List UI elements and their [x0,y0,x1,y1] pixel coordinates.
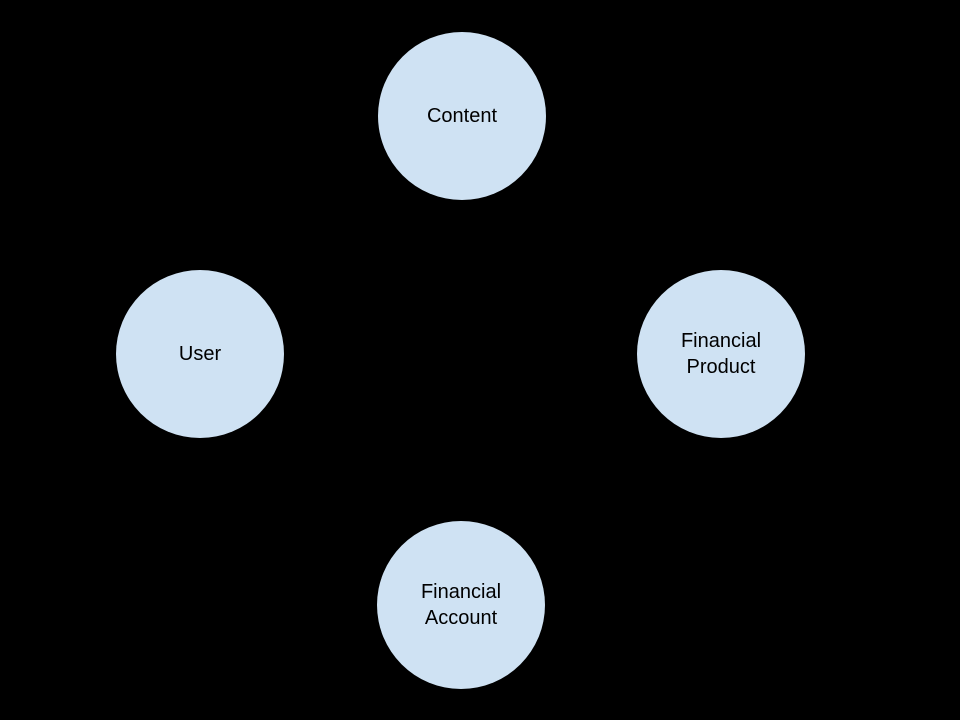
node-user: User [116,270,284,438]
node-content: Content [378,32,546,200]
node-financial-product: Financial Product [637,270,805,438]
node-user-label: User [178,343,222,365]
node-financial-product-label: Financial Product [680,330,762,378]
node-financial-account-label: Financial Account [420,581,502,629]
node-financial-account: Financial Account [377,521,545,689]
node-content-label: Content [426,105,498,127]
